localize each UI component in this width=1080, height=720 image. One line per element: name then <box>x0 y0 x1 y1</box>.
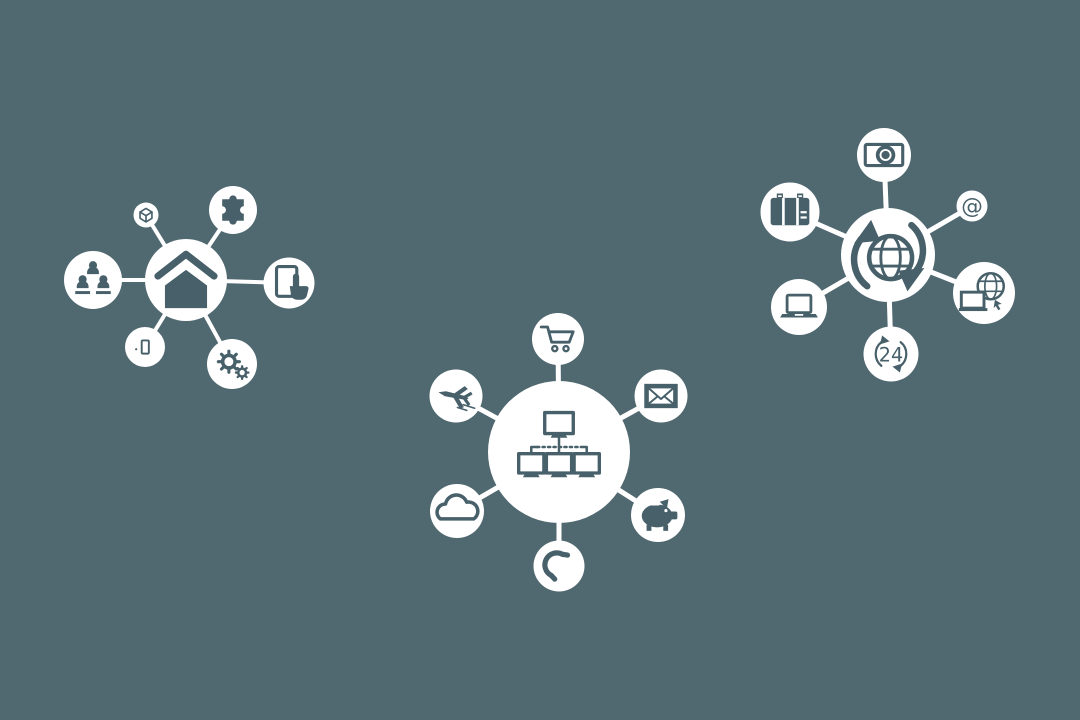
email-icon <box>643 382 679 410</box>
satellite-node-smartphone <box>125 327 165 367</box>
satellite-node-team <box>64 251 122 309</box>
cluster-home-services <box>64 186 315 389</box>
satellite-node-laptop <box>771 279 827 335</box>
cluster-it-network <box>429 313 688 592</box>
satellite-node-cloud <box>430 484 484 538</box>
briefcase-icon <box>770 193 810 226</box>
at-sign-icon <box>961 194 983 220</box>
cluster-global-online <box>760 128 1015 382</box>
satellite-node-gears <box>207 339 257 389</box>
satellite-node-shopping-cart <box>532 313 584 365</box>
satellite-node-phone-handset <box>533 540 585 592</box>
